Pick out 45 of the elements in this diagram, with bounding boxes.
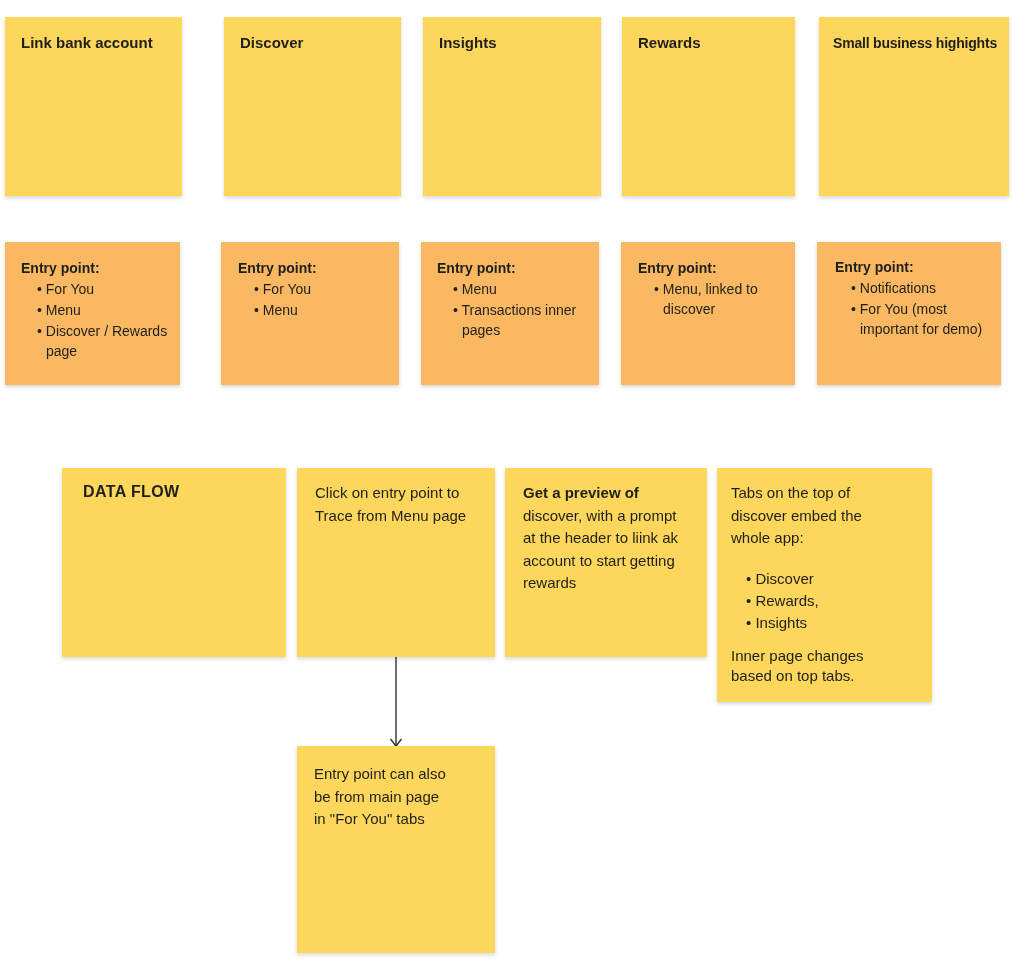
sticky-note xyxy=(297,746,495,953)
note-title: Rewards xyxy=(638,33,701,53)
note-title: Link bank account xyxy=(21,33,153,53)
list-item: • Menu, linked to discover xyxy=(654,280,759,319)
sticky-note xyxy=(221,242,399,385)
sticky-note xyxy=(622,17,795,196)
list-item: • For You (most important for demo) xyxy=(851,300,984,339)
list-item: • Discover / Rewards page xyxy=(37,322,169,361)
sticky-note xyxy=(621,242,795,385)
sticky-note xyxy=(62,468,286,657)
note-heading: Entry point: xyxy=(21,259,100,278)
note-text: Entry point can also be from main page in "For You" tabs xyxy=(314,764,447,829)
sticky-note xyxy=(421,242,599,385)
note-text: Tabs on the top of discover embed the whole app: xyxy=(731,483,863,548)
sticky-note xyxy=(423,17,601,196)
sticky-note xyxy=(817,242,1001,385)
note-heading: Entry point: xyxy=(437,259,516,278)
note-heading: Entry point: xyxy=(638,259,717,278)
sticky-note xyxy=(819,17,1009,196)
list-item: • Menu xyxy=(37,301,81,320)
note-text: Get a preview of discover, with a prompt at the header to liink ak account to start getting rewards xyxy=(523,483,680,593)
note-text: Inner page changes based on top tabs. xyxy=(731,645,865,686)
note-text: Click on entry point to Trace from Menu page xyxy=(315,483,468,526)
sticky-note xyxy=(505,468,707,657)
note-title: Insights xyxy=(439,33,497,53)
list-item: • Insights xyxy=(746,612,808,633)
arrow xyxy=(389,656,403,747)
list-item: • For You xyxy=(254,280,312,299)
list-item: • Menu xyxy=(453,280,497,299)
sticky-note xyxy=(717,468,932,702)
note-heading: Entry point: xyxy=(238,259,317,278)
list-item: • Transactions inner pages xyxy=(453,301,578,340)
note-title: Small business highights xyxy=(833,34,997,53)
sticky-note xyxy=(224,17,401,196)
note-title: DATA FLOW xyxy=(83,482,180,502)
sticky-note xyxy=(5,17,182,196)
list-item: • Menu xyxy=(254,301,298,320)
note-title: Discover xyxy=(240,33,304,53)
sticky-note xyxy=(297,468,495,657)
list-item: • Rewards, xyxy=(746,590,820,611)
note-heading: Entry point: xyxy=(835,258,914,277)
sticky-note xyxy=(5,242,180,385)
list-item: • For You xyxy=(37,280,95,299)
list-item: • Discover xyxy=(746,568,815,589)
list-item: • Notifications xyxy=(851,279,937,298)
